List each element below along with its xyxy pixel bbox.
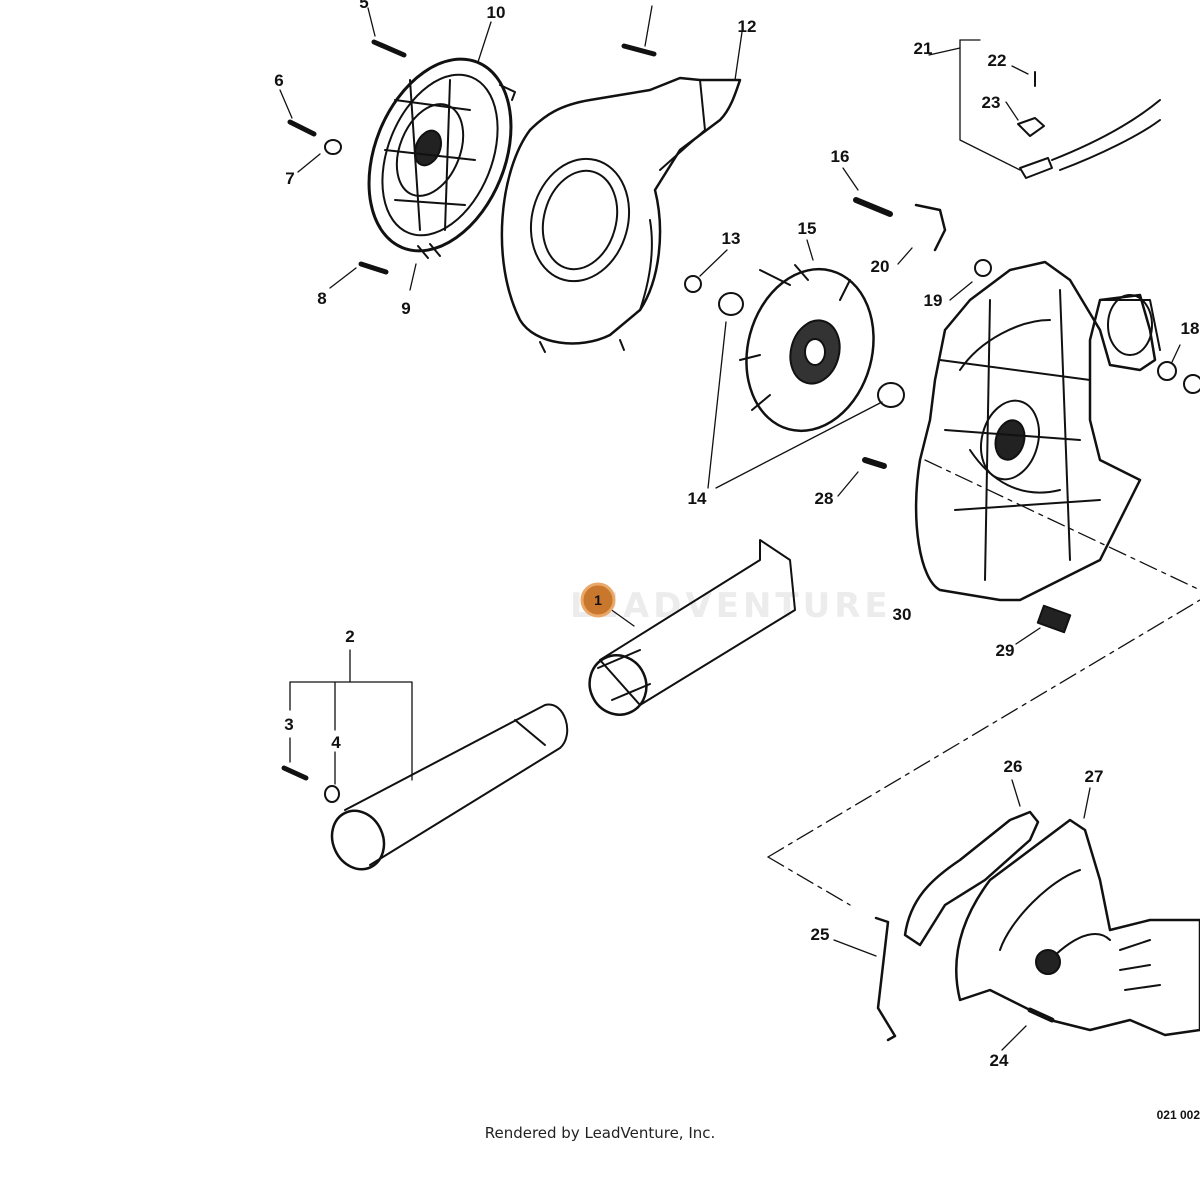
callout-21: 21 <box>914 39 933 58</box>
callout-10: 10 <box>487 3 506 22</box>
part-10-recoil-starter[interactable] <box>342 38 537 272</box>
callout-26: 26 <box>1004 757 1023 776</box>
part-26-throttle-trigger[interactable] <box>903 810 1040 947</box>
callout-23: 23 <box>982 93 1001 112</box>
callout-22: 22 <box>988 51 1007 70</box>
watermark: LEADVENTURE <box>570 586 892 626</box>
part-2-extension-tube[interactable] <box>323 703 569 878</box>
part-12-fan-housing[interactable] <box>500 76 742 353</box>
rendered-by-footer: Rendered by LeadVenture, Inc. <box>484 1124 716 1142</box>
part-1-hotspot-label: 1 <box>594 592 602 608</box>
callout-12: 12 <box>738 17 757 36</box>
leader-lines <box>279 5 1200 1051</box>
callout-30: 30 <box>893 605 912 624</box>
callout-8: 8 <box>317 289 326 308</box>
callout-18: 18 <box>1181 319 1200 338</box>
callout-5: 5 <box>359 0 368 12</box>
callout-4: 4 <box>331 733 341 752</box>
callout-labels: 2345678910111213141516181920212223242526… <box>274 0 1199 1070</box>
part-1-hotspot[interactable]: 1 <box>580 582 616 618</box>
callout-27: 27 <box>1085 767 1104 786</box>
callout-16: 16 <box>831 147 850 166</box>
part-25-throttle-rod[interactable] <box>874 916 897 1042</box>
diagram-reference-code: 021 002 <box>1156 1108 1200 1122</box>
part-15-impeller[interactable] <box>729 255 891 446</box>
callout-29: 29 <box>996 641 1015 660</box>
callout-19: 19 <box>924 291 943 310</box>
callout-2: 2 <box>345 627 354 646</box>
callout-20: 20 <box>871 257 890 276</box>
callout-9: 9 <box>401 299 410 318</box>
callout-14: 14 <box>688 489 707 508</box>
part-27-handle-housing[interactable] <box>955 818 1200 1037</box>
callout-15: 15 <box>798 219 817 238</box>
part-1-blower-nozzle[interactable] <box>580 539 796 724</box>
callout-7: 7 <box>285 169 294 188</box>
callout-25: 25 <box>811 925 830 944</box>
callout-28: 28 <box>815 489 834 508</box>
callout-13: 13 <box>722 229 741 248</box>
callout-24: 24 <box>990 1051 1009 1070</box>
callout-11: 11 <box>647 0 665 4</box>
callout-6: 6 <box>274 71 283 90</box>
fasteners <box>281 39 1200 1023</box>
part-30-crankcase[interactable] <box>914 260 1161 602</box>
callout-3: 3 <box>284 715 293 734</box>
